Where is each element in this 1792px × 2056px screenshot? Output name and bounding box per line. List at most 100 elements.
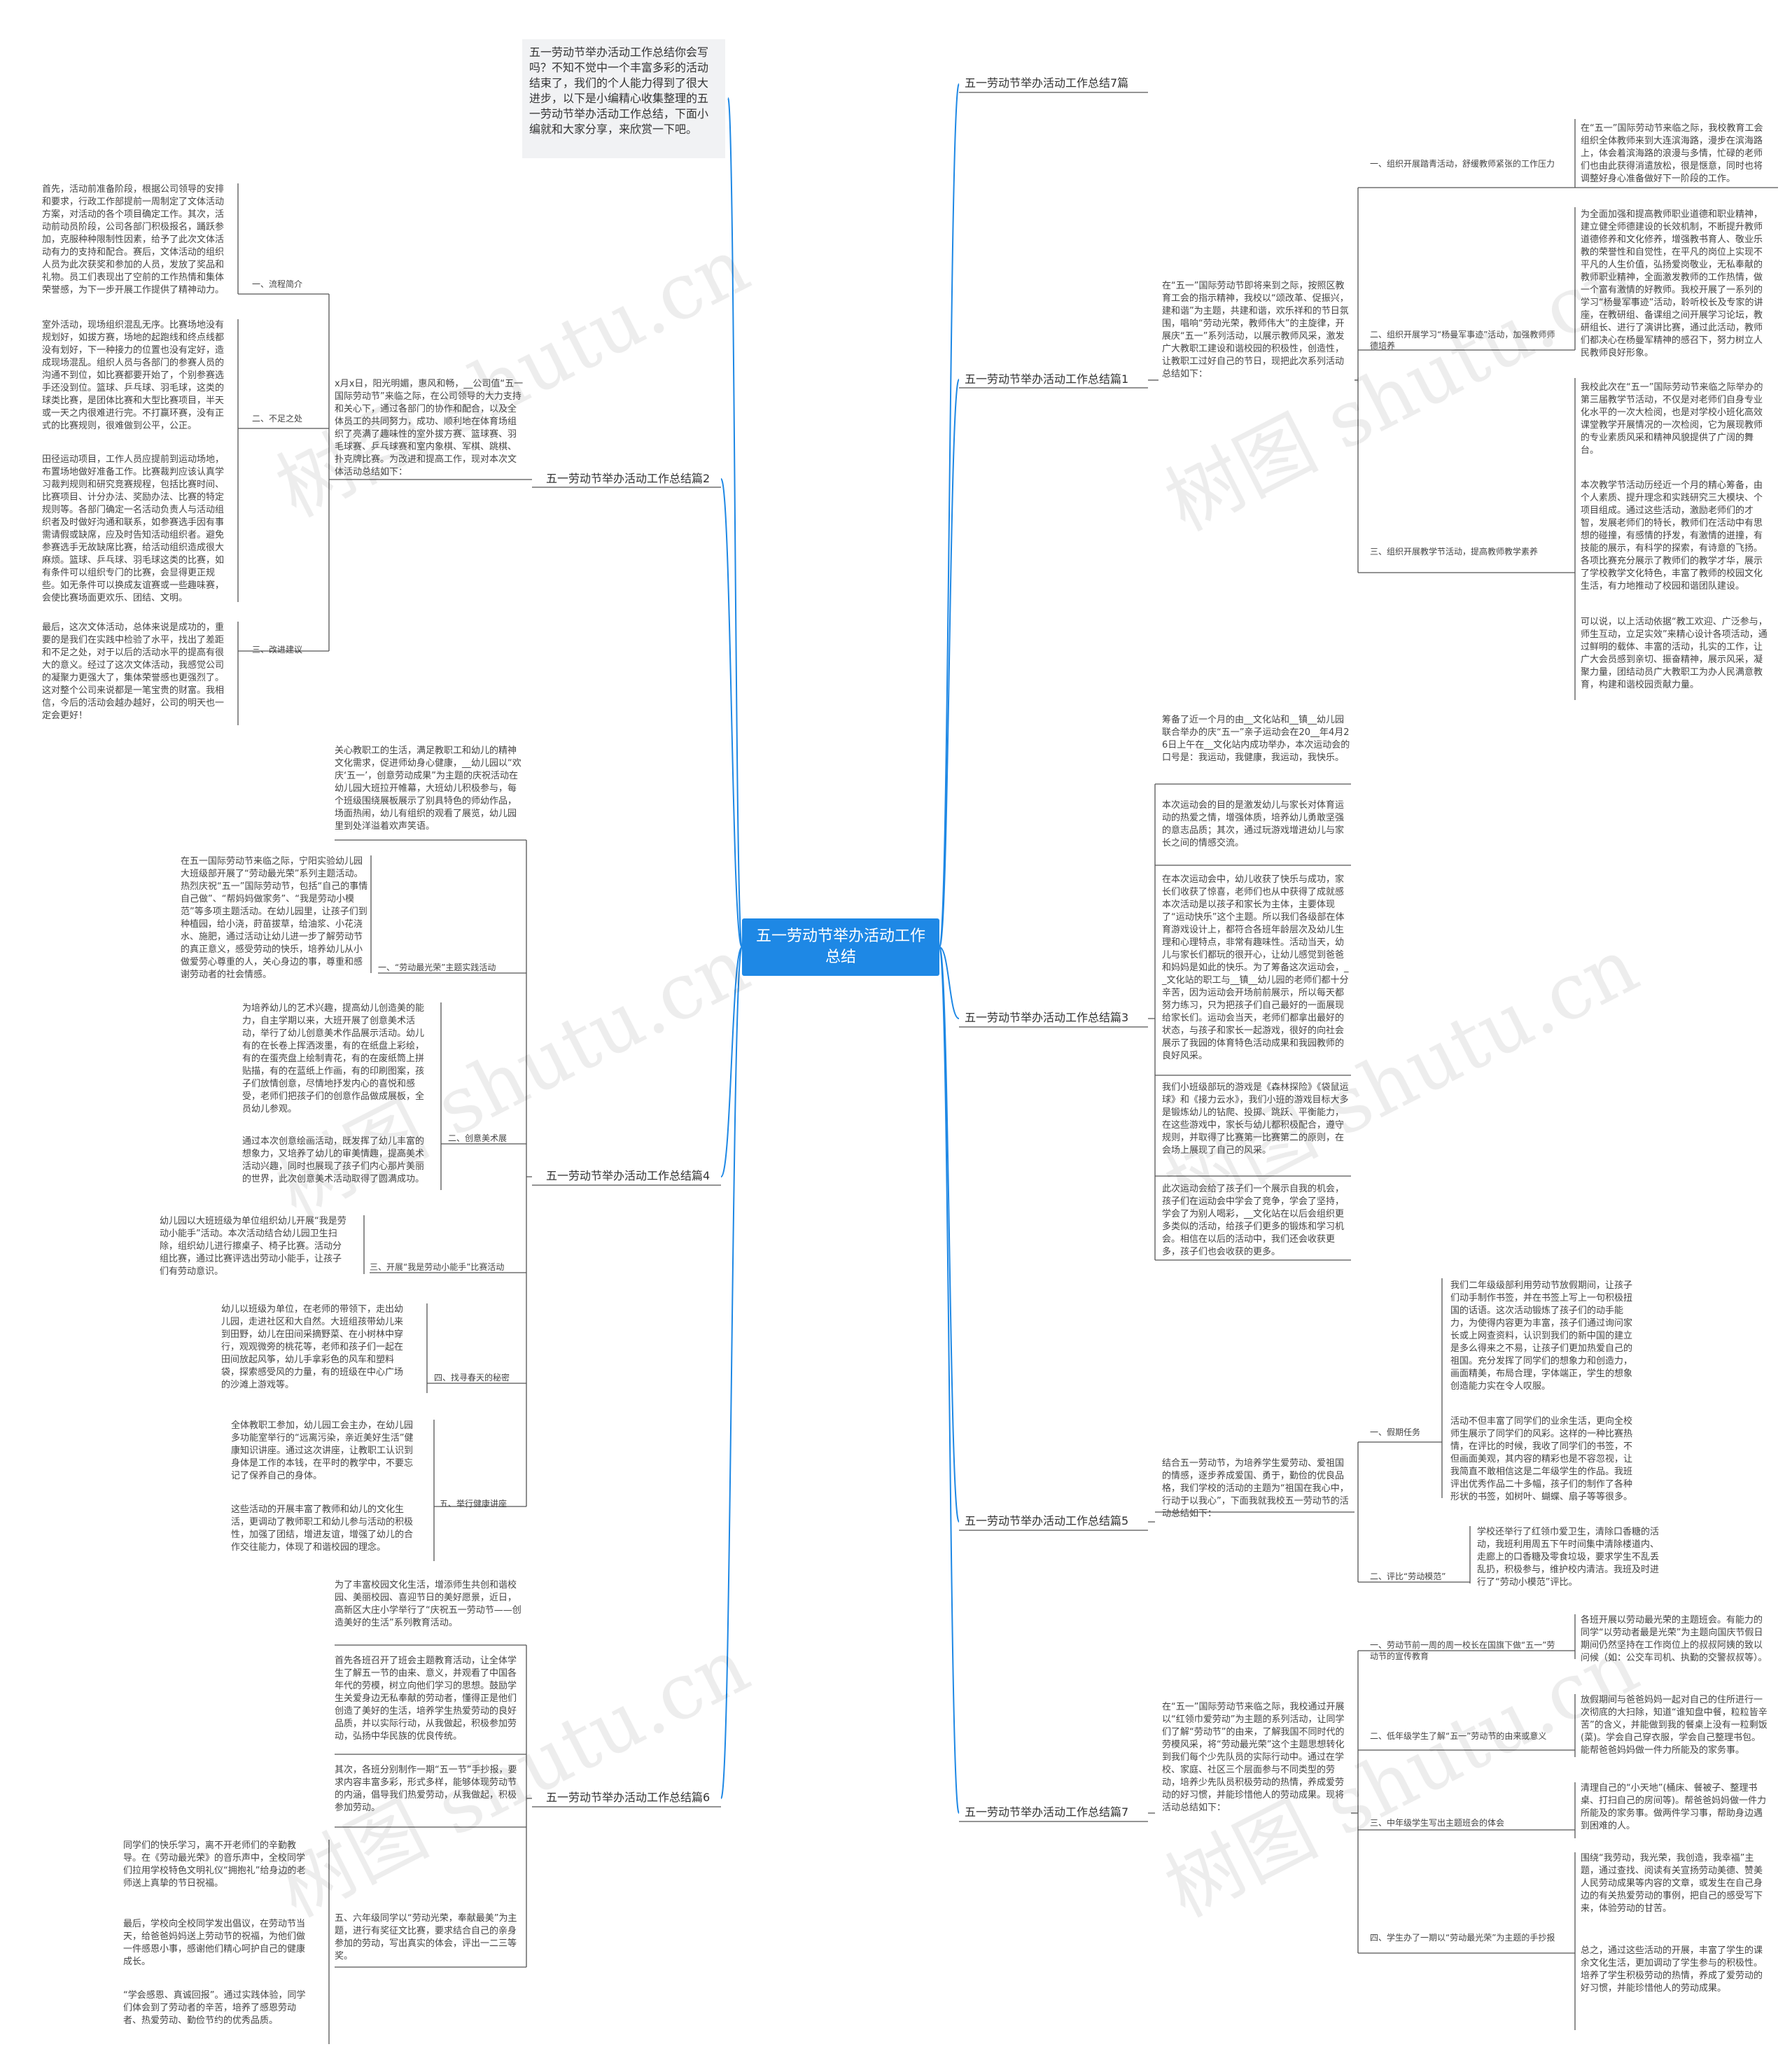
a6-v bbox=[526, 1645, 532, 1967]
a7-s3 bbox=[1358, 1782, 1576, 1838]
p3-text-3: 在本次运动会中，幼儿收获了快乐与成功，家长们收获了惊喜，老师们也从中获得了成就感… bbox=[1162, 874, 1349, 1061]
p1-intro: 在“五一”国际劳动节即将来到之际，按照区教育工会的指示精神，我校以“颂改革、促振… bbox=[1162, 281, 1349, 379]
p4-section-5-text-2: 这些活动的开展丰富了教师和幼儿的文化生活，更调动了教师职工和幼儿参与活动的积极性… bbox=[231, 1504, 414, 1553]
a7-s4 bbox=[1358, 1852, 1576, 2030]
p6-text-7: 五、六年级同学以“劳动光荣，奉献最美”为主题，进行有奖征文比赛，要求结合自己的亲… bbox=[335, 1913, 517, 1961]
a1-v bbox=[1354, 188, 1359, 573]
p4-section-4-label: 四、找寻春天的秘密 bbox=[434, 1373, 510, 1383]
a5-v bbox=[1148, 1442, 1359, 1582]
root-node[interactable]: 五一劳动节举办活动工作总结 bbox=[742, 918, 939, 976]
p6-text-3: 其次，各班分别制作一期“五一节”手抄报，要求内容丰富多彩，形式多样，能够体现劳动… bbox=[335, 1765, 517, 1813]
branch-article-1[interactable]: 五一劳动节举办活动工作总结篇1 bbox=[965, 372, 1129, 386]
branch-7-articles[interactable]: 五一劳动节举办活动工作总结7篇 bbox=[965, 76, 1129, 90]
a7-s1 bbox=[1358, 1614, 1576, 1659]
p7-section-1-text: 各班开展以劳动最光荣的主题班会。有能力的同学“以劳动者最是光荣”为主题向国庆节假… bbox=[1581, 1615, 1768, 1663]
connector-b7a bbox=[939, 83, 960, 948]
a4-v bbox=[526, 840, 532, 1506]
p1-section-3-text-2: 本次教学节活动历经近一个月的精心筹备，由个人素质、提升理念和实践研究三大模块、个… bbox=[1581, 480, 1763, 592]
branch-article-7[interactable]: 五一劳动节举办活动工作总结篇7 bbox=[965, 1805, 1129, 1819]
connector-b6 bbox=[720, 946, 743, 1799]
p1-section-3-label: 三、组织开展教学节活动，提高教师教学素养 bbox=[1370, 547, 1539, 557]
p3-text-1: 筹备了近一个月的由__文化站和__镇__幼儿园联合举办的庆“五一”亲子运动会在2… bbox=[1162, 715, 1350, 763]
p6-text-2: 首先各班召开了班会主题教育活动，让全体学生了解五一节的由来、意义，并观看了中国各… bbox=[335, 1656, 517, 1742]
a5-s2 bbox=[1358, 1526, 1471, 1583]
a4-s5 bbox=[433, 1420, 526, 1561]
p6-text-4: 同学们的快乐学习，离不开老师们的辛勤教导。在《劳动最光荣》的音乐声中，全校同学们… bbox=[123, 1840, 306, 1889]
connector-b7 bbox=[939, 946, 960, 1814]
a6-h4 bbox=[328, 1840, 526, 2044]
p2-section-3-text: 最后，这次文体活动，总体来说是成功的，重要的是我们在实践中检验了水平，找出了差距… bbox=[42, 622, 225, 721]
p5-section-1-text-1: 我们二年级级部利用劳动节放假期间，让孩子们动手制作书签，并在书签上写上一句积极扭… bbox=[1450, 1280, 1633, 1392]
a2-v bbox=[328, 294, 532, 651]
a2-s3 bbox=[237, 622, 329, 725]
a7-v bbox=[1148, 1651, 1359, 1953]
p7-intro: 在“五一”国际劳动节来临之际，我校通过开展以“红领巾爱劳动”为主题的系列活动，让… bbox=[1162, 1702, 1345, 1813]
p4-section-1-text-1: 关心教职工的生活，满足教职工和幼儿的精神文化需求，促进师幼身心健康，__幼儿园以… bbox=[335, 746, 522, 832]
p5-intro: 结合五一劳动节，为培养学生爱劳动、爱祖国的情感，逐步养成爱国、勇于，勤俭的优良品… bbox=[1162, 1458, 1349, 1519]
p1-section-2-text: 为全面加强和提高教师职业道德和职业精神，建立健全师德建设的长效机制，不断提升教师… bbox=[1581, 209, 1763, 358]
branch-article-6[interactable]: 五一劳动节举办活动工作总结篇6 bbox=[546, 1791, 710, 1804]
connector-intro bbox=[727, 97, 743, 948]
p4-section-5-label: 五、举行健康讲座 bbox=[440, 1499, 507, 1509]
p1-section-1-label: 一、组织开展踏青活动，舒缓教师紧张的工作压力 bbox=[1370, 159, 1555, 169]
p4-section-2-text-2: 通过本次创意绘画活动，既发挥了幼儿丰富的想象力，又培养了幼儿的审美情趣，提高美术… bbox=[242, 1136, 425, 1184]
p4-section-5-text-1: 全体教职工参加，幼儿园工会主办，在幼儿园多功能室举行的“远离污染，亲近美好生活”… bbox=[231, 1420, 414, 1481]
p5-section-1-text-2: 活动不但丰富了同学们的业余生活，更向全校师生展示了同学们的风彩。这样的一种比赛热… bbox=[1450, 1416, 1633, 1502]
p7-section-1-label: 一、劳动节前一周的周一校长在国旗下做“五一”劳动节的宣传教育 bbox=[1370, 1640, 1555, 1661]
p7-section-4-text-2: 总之，通过这些活动的开展，丰富了学生的课余文化生活，更加调动了学生参与的积极性。… bbox=[1581, 1945, 1763, 1994]
connector-b2 bbox=[720, 478, 743, 948]
a7-s2 bbox=[1358, 1694, 1576, 1757]
p3-text-2: 本次运动会的目的是激发幼儿与家长对体育运动的热爱之情，增强体质，培养幼儿勇敢坚强… bbox=[1162, 800, 1345, 848]
branch-article-3[interactable]: 五一劳动节举办活动工作总结篇3 bbox=[965, 1011, 1129, 1024]
p7-section-4-label: 四、学生办了一期以“劳动最光荣”为主题的手抄报 bbox=[1370, 1933, 1555, 1943]
a4-s1 bbox=[370, 855, 526, 974]
branch-article-2[interactable]: 五一劳动节举办活动工作总结篇2 bbox=[546, 472, 710, 485]
p7-section-2-text: 放假期间与爸爸妈妈一起对自己的住所进行一次彻底的大扫除，知道“谁知盘中餐，粒粒皆… bbox=[1581, 1695, 1768, 1756]
p3-text-4: 我们小班级部玩的游戏是《森林探险》《袋鼠运球》和《接力云水》，我们小班的游戏目标… bbox=[1162, 1082, 1349, 1156]
p1-section-3-text-3: 可以说，以上活动依据“教工欢迎、广泛参与，师生互动，立足实效”来精心设计各项活动… bbox=[1581, 617, 1768, 690]
p6-text-6: “学会感恩、真诚回报”。通过实践体验，同学们体会到了劳动者的辛苦，培养了感恩劳动… bbox=[123, 1990, 306, 2026]
p1-section-2-label: 二、组织开展学习“杨曼军事迹”活动，加强教师师德培养 bbox=[1370, 330, 1555, 351]
a2-s2 bbox=[237, 319, 329, 602]
p4-section-1-label: 一、“劳动最光荣”主题实践活动 bbox=[378, 963, 496, 972]
p7-section-3-label: 三、中年级学生写出主题班会的体会 bbox=[1370, 1818, 1505, 1828]
a3-v bbox=[1148, 784, 1156, 1260]
branch-article-4[interactable]: 五一劳动节举办活动工作总结篇4 bbox=[546, 1169, 710, 1182]
a4-s3 bbox=[363, 1215, 526, 1274]
p4-section-3-label: 三、开展“我是劳动小能手”比赛活动 bbox=[370, 1262, 505, 1272]
connector-b4 bbox=[720, 946, 743, 1177]
a2-s1 bbox=[237, 183, 329, 295]
p5-section-2-text: 学校还举行了红领巾爱卫生，清除口香糖的活动，我班利用周五下午时间集中清除楼道内、… bbox=[1477, 1527, 1660, 1588]
p6-text-5: 最后，学校向全校同学发出倡议，在劳动节当天，给爸爸妈妈送上劳动节的祝福，为他们做… bbox=[123, 1919, 306, 1967]
p2-intro: x月x日，阳光明媚，惠风和畅，__公司值“五一国际劳动节”来临之际，在公司领导的… bbox=[335, 379, 524, 477]
p5-section-1-label: 一、假期任务 bbox=[1370, 1427, 1421, 1437]
a1-s1 bbox=[1358, 119, 1576, 188]
p4-section-3-text: 幼儿园以大班班级为单位组织幼儿开展“我是劳动小能手”活动。本次活动结合幼儿园卫生… bbox=[160, 1216, 346, 1277]
a4-s4 bbox=[426, 1303, 526, 1393]
p5-section-2-label: 二、评比“劳动模范” bbox=[1370, 1572, 1446, 1581]
p4-section-1-text-2: 在五一国际劳动节来临之际，宁阳实验幼儿园大班级部开展了“劳动最光荣”系列主题活动… bbox=[181, 856, 368, 980]
connector-b3 bbox=[939, 946, 960, 1019]
p7-section-2-label: 二、低年级学生了解“五一”劳动节的由来或意义 bbox=[1370, 1731, 1547, 1741]
p2-section-1-label: 一、流程简介 bbox=[252, 279, 303, 289]
p1-section-1-text: 在“五一”国际劳动节来临之际，我校教育工会组织全体教师来到大连滨海路，漫步在滨海… bbox=[1581, 123, 1763, 184]
a1-s2 bbox=[1358, 207, 1576, 351]
branch-article-5[interactable]: 五一劳动节举办活动工作总结篇5 bbox=[965, 1514, 1129, 1527]
p6-text-1: 为了丰富校园文化生活，增添师生共创和谐校园、美丽校园、喜迎节日的美好愿景，近日，… bbox=[335, 1580, 522, 1628]
p2-section-2-label: 二、不足之处 bbox=[252, 414, 303, 424]
p2-section-3-label: 三、改进建议 bbox=[252, 645, 303, 655]
p2-section-2-text-1: 室外活动，现场组织混乱无序。比赛场地没有规划好，如拔方赛，场地的起跑线和终点线都… bbox=[42, 320, 225, 431]
intro-text: 五一劳动节举办活动工作总结你会写吗？不知不觉中一个丰富多彩的活动结束了，我们的个… bbox=[522, 39, 725, 158]
connector-b1 bbox=[939, 379, 960, 948]
p7-section-3-text: 清理自己的“小天地”(桶床、餐被子、整理书桌、打扫自己的房间等)。帮爸爸妈妈做一… bbox=[1581, 1783, 1767, 1831]
p1-section-3-text-1: 我校此次在“五一”国际劳动节来临之际举办的第三届教学节活动，不仅是对老师们自身专… bbox=[1581, 382, 1763, 456]
p4-section-2-text-1: 为培养幼儿的艺术兴趣，提高幼儿创造美的能力，自主学期以来，大班开展了创意美术活动… bbox=[242, 1003, 425, 1114]
p2-section-2-text-2: 田径运动项目，工作人员应提前到运动场地，布置场地做好准备工作。比赛裁判应该认真学… bbox=[42, 454, 225, 603]
a5-s1 bbox=[1358, 1278, 1443, 1498]
p3-text-5: 此次运动会给了孩子们一个展示自我的机会，孩子们在运动会中学会了竞争，学会了坚持，… bbox=[1162, 1184, 1345, 1257]
p2-section-1-text: 首先，活动前准备阶段，根据公司领导的安排和要求，行政工作部提前一周制定了文体活动… bbox=[42, 184, 225, 295]
p4-section-2-label: 二、创意美术展 bbox=[448, 1133, 507, 1143]
a1-s3 bbox=[1358, 378, 1576, 700]
a4-s2 bbox=[440, 1002, 526, 1190]
